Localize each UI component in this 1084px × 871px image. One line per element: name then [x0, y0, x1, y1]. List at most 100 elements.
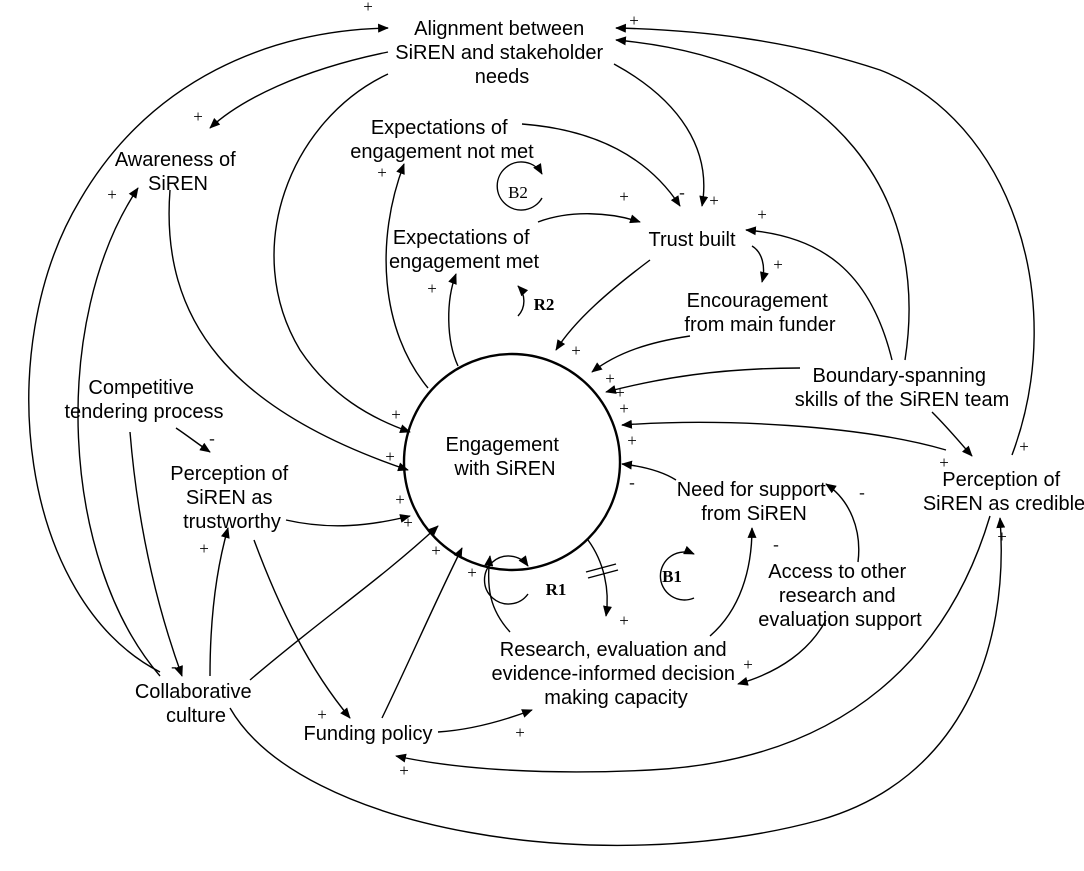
link-alignment-awareness	[209, 51, 389, 129]
node-competitive-tendering: Competitive tendering process	[65, 377, 224, 423]
link-encouragement-engagement	[591, 335, 691, 373]
link-access-need	[825, 483, 860, 563]
center-line-1: Engagement	[446, 434, 560, 456]
polarity-funding-engagement: +	[431, 541, 441, 560]
link-boundary-trust	[745, 226, 893, 361]
link-awareness-engagement	[168, 189, 409, 472]
polarity-encouragement-engagement: +	[605, 369, 615, 388]
node-expectations-met: Expectations of engagement met	[389, 227, 540, 273]
link-collaborative-awareness	[77, 187, 161, 677]
center-line-2: with SiREN	[453, 458, 555, 480]
node-perception-credible: Perception of SiREN as credible	[923, 469, 1084, 515]
loop-b1-label: B1	[662, 567, 682, 586]
polarity-signs: + + + + + - + + + + + + + + + + + + - - …	[107, 0, 1029, 780]
link-credible-funding	[395, 515, 991, 773]
loop-b2-label: B2	[508, 183, 528, 202]
link-research-need	[709, 527, 757, 637]
link-collaborative-engagement	[249, 525, 439, 681]
polarity-funding-research: +	[515, 723, 525, 742]
polarity-need-engagement: -	[629, 473, 635, 492]
link-alignment-engagement	[273, 73, 411, 433]
link-engagement-research	[587, 539, 612, 617]
polarity-research-need: -	[773, 535, 779, 554]
node-encouragement: Encouragement from main funder	[684, 290, 836, 336]
polarity-awareness-engagement: +	[385, 447, 395, 466]
polarity-access-research: +	[743, 655, 753, 674]
polarity-engagement-research: +	[619, 611, 629, 630]
loop-r1-label: R1	[546, 580, 567, 599]
polarity-engagement-expmet: +	[427, 279, 437, 298]
link-need-engagement	[621, 460, 677, 481]
node-alignment: Alignment between SiREN and stakeholder …	[395, 18, 608, 88]
polarity-credible-engagement: +	[619, 399, 629, 418]
polarity-collaborative-awareness: +	[107, 185, 117, 204]
node-trust-built: Trust built	[648, 229, 736, 251]
polarity-access-need: -	[859, 483, 865, 502]
polarity-credible-alignment: +	[1019, 437, 1029, 456]
polarity-trust-engagement: +	[571, 341, 581, 360]
link-trust-engagement	[555, 259, 651, 351]
center-label: Engagement with SiREN	[446, 434, 565, 480]
polarity-competitive-collaborative: -	[171, 657, 177, 676]
node-perception-trustworthy: Perception of SiREN as trustworthy	[170, 463, 293, 533]
link-funding-engagement	[381, 547, 463, 719]
node-research-capacity: Research, evaluation and evidence-inform…	[491, 639, 740, 709]
polarity-alignment-awareness: +	[193, 107, 203, 126]
polarity-engagement-expnotmet: +	[377, 163, 387, 182]
link-competitive-trustworthy	[175, 427, 211, 453]
engagement-circle	[402, 352, 622, 572]
link-access-research	[737, 619, 827, 686]
polarity-competitive-trustworthy: -	[209, 429, 215, 448]
polarity-alignment-engagement: +	[391, 405, 401, 424]
link-engagement-expnotmet	[385, 163, 429, 389]
link-credible-alignment	[615, 23, 1035, 456]
delay-mark-2	[587, 569, 619, 579]
loop-r1: R1	[483, 555, 567, 605]
node-expectations-not-met: Expectations of engagement not met	[350, 117, 534, 163]
node-awareness: Awareness of SiREN	[115, 149, 241, 195]
polarity-trustworthy-engagement: +	[395, 490, 405, 509]
polarity-collaborative-credible: +	[997, 527, 1007, 546]
polarity-trustworthy-funding: +	[317, 705, 327, 724]
polarity-boundary-engagement: +	[615, 383, 625, 402]
loop-r1-arrow	[483, 555, 529, 605]
link-boundary-alignment	[615, 36, 910, 361]
link-alignment-trust	[613, 63, 709, 207]
polarity-boundary-alignment: +	[629, 11, 639, 30]
loop-r2-arrow	[517, 285, 529, 317]
polarity-collaborative-alignment: +	[363, 0, 373, 16]
link-expnotmet-trust	[521, 123, 681, 207]
link-trust-encouragement	[751, 245, 769, 283]
link-trustworthy-funding	[253, 539, 351, 719]
loop-b2-arrow	[496, 161, 543, 211]
links	[28, 23, 1035, 846]
loop-r2-label: R2	[534, 295, 555, 314]
link-engagement-expmet	[448, 273, 459, 367]
polarity-trust-encouragement: +	[773, 255, 783, 274]
link-collaborative-credible	[229, 517, 1006, 846]
polarity-expnotmet-trust: -	[679, 183, 685, 202]
polarity-boundary-credible: +	[939, 453, 949, 472]
loop-r2: R2	[517, 285, 555, 317]
link-funding-research	[437, 709, 533, 733]
polarity-engagement-credible: +	[627, 431, 637, 450]
loop-b1: B1	[659, 545, 695, 601]
loop-b2: B2	[496, 161, 543, 211]
node-collaborative-culture: Collaborative culture	[135, 681, 257, 727]
node-access-other-support: Access to other research and evaluation …	[758, 561, 922, 631]
link-collaborative-alignment	[28, 23, 389, 673]
loop-b1-arrow	[659, 545, 695, 601]
link-expmet-trust	[537, 213, 641, 224]
link-competitive-collaborative	[129, 431, 183, 677]
polarity-boundary-trust: +	[757, 205, 767, 224]
polarity-research-engagement: +	[467, 563, 477, 582]
node-funding-policy: Funding policy	[304, 723, 433, 745]
polarity-alignment-trust: +	[709, 191, 719, 210]
link-credible-engagement	[621, 419, 947, 451]
node-need-for-support: Need for support from SiREN	[677, 479, 832, 525]
delay-mark-1	[585, 563, 617, 573]
node-boundary-spanning: Boundary-spanning skills of the SiREN te…	[795, 365, 1010, 411]
link-trustworthy-engagement	[285, 514, 411, 527]
link-boundary-engagement	[605, 367, 801, 394]
